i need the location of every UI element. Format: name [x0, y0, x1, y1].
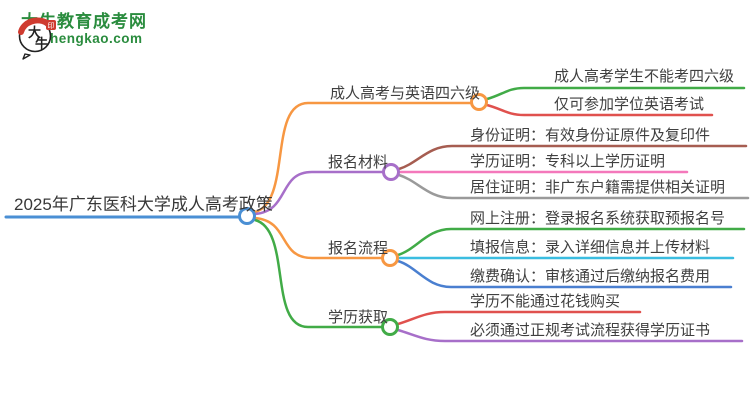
branch3-child1-label[interactable]: 网上注册：登录报名系统获取预报名号	[470, 210, 726, 227]
branch4-node-toggle[interactable]	[381, 318, 399, 336]
svg-text:印: 印	[48, 22, 55, 30]
logo-url: gz-chengkao.com	[21, 31, 143, 46]
svg-text:大: 大	[28, 25, 41, 40]
branch3-child2-label[interactable]: 填报信息：录入详细信息并上传材料	[470, 239, 711, 256]
branch4-child2-line	[396, 328, 744, 343]
branch1-node-toggle[interactable]	[470, 93, 488, 111]
branch2-line	[253, 170, 385, 216]
branch1-label[interactable]: 成人高考与英语四六级	[330, 85, 481, 102]
branch1-child1-label[interactable]: 成人高考学生不能考四六级	[554, 68, 735, 85]
branch4-child1-label[interactable]: 学历不能通过花钱购买	[470, 293, 621, 310]
branch2-child1-line	[397, 144, 748, 171]
branch3-child3-label[interactable]: 缴费确认：审核通过后缴纳报名费用	[470, 268, 711, 285]
branch4-line	[253, 218, 384, 329]
site-logo: 印 大 牛 大牛教育成考网 gz-chengkao.com	[14, 12, 147, 60]
daniu-bubble-icon: 印 大 牛	[18, 17, 56, 60]
branch4-child2-label[interactable]: 必须通过正规考试流程获得学历证书	[470, 322, 711, 339]
branch1-child1-line	[485, 86, 746, 101]
svg-text:牛: 牛	[35, 36, 48, 51]
branch4-label[interactable]: 学历获取	[328, 309, 389, 326]
branch2-label[interactable]: 报名材料	[328, 154, 389, 171]
branch2-child2-label[interactable]: 学历证明：专科以上学历证明	[470, 153, 666, 170]
branch3-child1-line	[396, 227, 746, 257]
branch2-child3-label[interactable]: 居住证明：非广东户籍需提供相关证明	[470, 179, 726, 196]
branch2-node-toggle[interactable]	[382, 163, 400, 181]
root-node-toggle[interactable]	[238, 207, 256, 225]
root-topic-label[interactable]: 2025年广东医科大学成人高考政策	[14, 195, 273, 214]
branch2-child1-label[interactable]: 身份证明：有效身份证原件及复印件	[470, 127, 711, 144]
branch1-child2-label[interactable]: 仅可参加学位英语考试	[554, 96, 705, 113]
branch3-child3-line	[396, 259, 733, 289]
branch1-child2-line	[485, 103, 714, 117]
branch3-line	[253, 216, 384, 260]
branch3-node-toggle[interactable]	[381, 249, 399, 267]
branch1-line	[253, 101, 473, 214]
branch4-child1-line	[396, 310, 642, 326]
branch3-label[interactable]: 报名流程	[328, 240, 389, 257]
branch2-child3-line	[397, 173, 750, 200]
